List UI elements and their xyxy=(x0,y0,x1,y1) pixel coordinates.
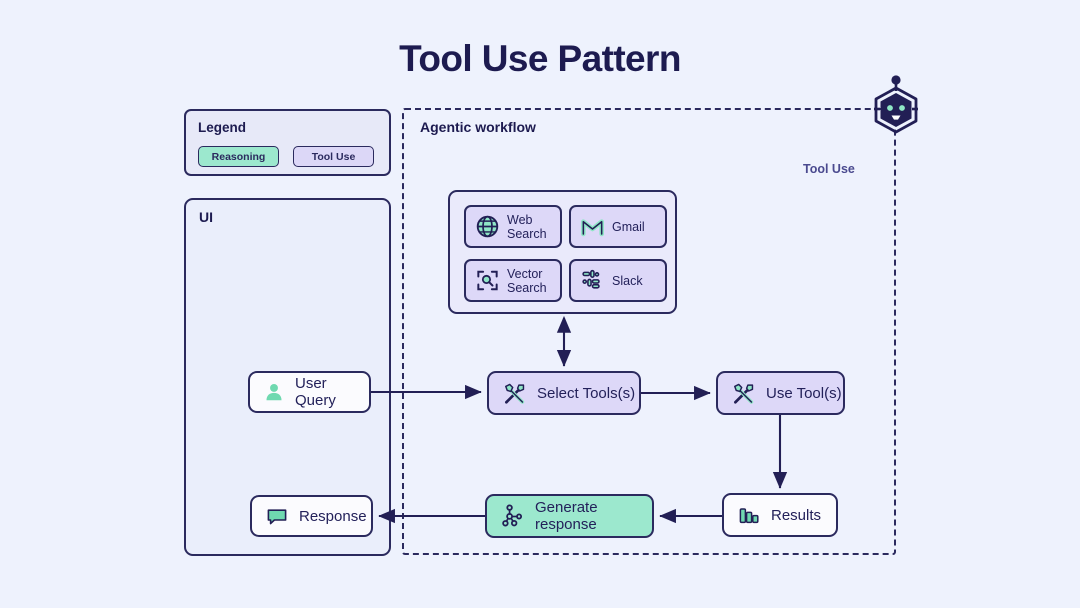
legend-panel: Legend Reasoning Tool Use xyxy=(184,109,391,176)
tool-card-gmail[interactable]: Gmail xyxy=(569,205,667,248)
ui-panel-title: UI xyxy=(199,209,213,225)
node-select-tools[interactable]: Select Tools(s) xyxy=(487,371,641,415)
tool-card-label: Gmail xyxy=(612,219,645,234)
legend-chip-tool-use: Tool Use xyxy=(293,146,374,167)
tools-panel: Web Search Gmail Vector Search xyxy=(448,190,677,314)
bar-chart-icon xyxy=(739,508,759,524)
tool-card-label: Slack xyxy=(612,273,643,288)
node-label: Use Tool(s) xyxy=(766,384,842,402)
tool-card-label: Vector Search xyxy=(507,266,547,295)
node-label: Response xyxy=(299,507,367,525)
legend-title: Legend xyxy=(198,120,247,135)
node-user-query[interactable]: User Query xyxy=(248,371,371,413)
node-results[interactable]: Results xyxy=(722,493,838,537)
tool-card-slack[interactable]: Slack xyxy=(569,259,667,302)
node-response[interactable]: Response xyxy=(250,495,373,537)
tool-card-web-search[interactable]: Web Search xyxy=(464,205,562,248)
globe-icon xyxy=(476,215,499,238)
legend-chip-reasoning: Reasoning xyxy=(198,146,279,167)
network-icon xyxy=(502,503,523,526)
vector-search-icon xyxy=(477,270,498,291)
tool-card-label: Web Search xyxy=(507,212,547,241)
page-title: Tool Use Pattern xyxy=(399,38,681,79)
node-label: User Query xyxy=(295,375,336,409)
legend-chip-list: Reasoning Tool Use xyxy=(198,146,374,167)
user-icon xyxy=(266,384,282,401)
tools-icon xyxy=(505,383,525,404)
speech-bubble-icon xyxy=(267,509,287,525)
robot-head-icon xyxy=(874,75,918,134)
tool-card-vector-search[interactable]: Vector Search xyxy=(464,259,562,302)
node-label: Results xyxy=(771,506,822,524)
node-label: Generate response xyxy=(535,499,598,533)
slack-icon xyxy=(582,269,600,289)
node-use-tools[interactable]: Use Tool(s) xyxy=(716,371,845,415)
node-generate-response[interactable]: Generate response xyxy=(485,494,654,538)
node-label: Select Tools(s) xyxy=(537,384,636,402)
tools-icon xyxy=(734,383,754,404)
tool-use-badge-label: Tool Use xyxy=(803,162,855,176)
agentic-workflow-title: Agentic workflow xyxy=(420,119,536,135)
agentic-workflow-boundary xyxy=(402,108,896,555)
gmail-icon xyxy=(581,219,604,237)
